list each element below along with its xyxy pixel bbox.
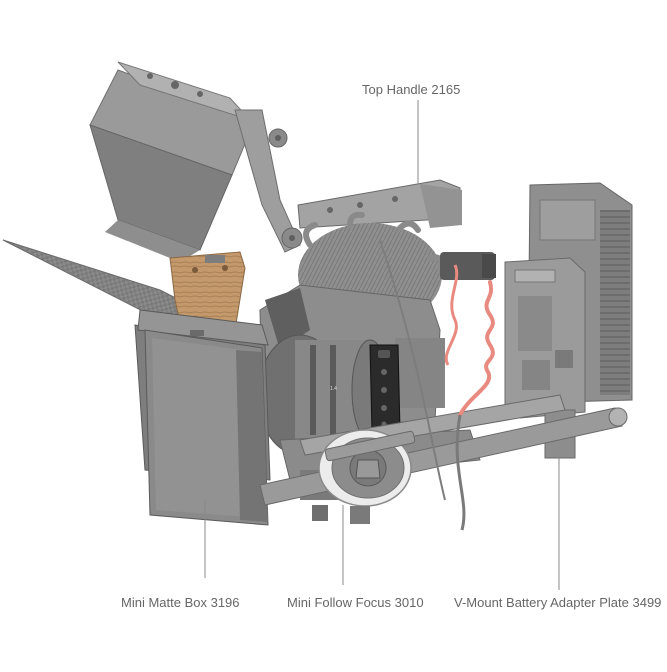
- svg-text:1.4: 1.4: [330, 386, 337, 392]
- label-follow-focus: Mini Follow Focus 3010: [287, 595, 424, 610]
- top-handle: [297, 179, 462, 229]
- monitor: [89, 61, 303, 262]
- cage-side-plate: [369, 344, 401, 433]
- follow-focus: [318, 429, 416, 524]
- vmount-adapter-plate: [504, 257, 586, 459]
- label-matte-box: Mini Matte Box 3196: [121, 595, 240, 610]
- coiled-cable: [379, 239, 495, 531]
- mini-matte-box: [134, 309, 271, 526]
- label-vmount: V-Mount Battery Adapter Plate 3499: [454, 595, 662, 610]
- callout-lines: [204, 100, 560, 590]
- label-top-handle: Top Handle 2165: [362, 82, 461, 97]
- lens: 1.4: [257, 334, 389, 456]
